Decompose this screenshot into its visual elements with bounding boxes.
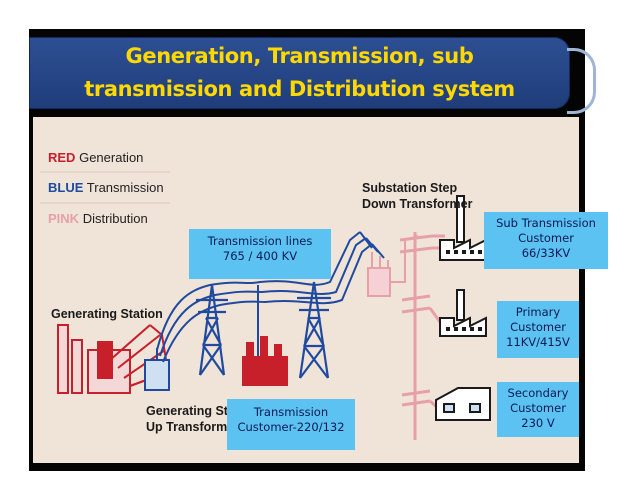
legend-label: Distribution (82, 211, 148, 226)
distribution-pole (399, 232, 445, 440)
legend-separators (40, 171, 170, 204)
legend-item-distribution: PINK Distribution (48, 211, 148, 226)
secondary-customer-house-icon (435, 387, 491, 421)
substation-transformer-label: Substation Step Down Transformer (362, 180, 472, 212)
step-up-transformer-label: Generating Step Up Transformer (146, 403, 243, 435)
callout-line: Customer-220/132 (237, 420, 345, 434)
title-bar (29, 37, 570, 109)
callout-primary-customer: Primary Customer 11KV/415V (497, 301, 579, 358)
callout-secondary-customer: Secondary Customer 230 V (497, 382, 579, 437)
title-bar-decoration (567, 48, 596, 114)
callout-line: 765 / 400 KV (222, 249, 298, 263)
callout-line: Customer (510, 320, 566, 334)
legend-color-word: PINK (48, 211, 80, 226)
callout-line: Customer (518, 231, 574, 245)
title-line-2: transmission and Distribution system (84, 77, 515, 101)
substation-transformer-label-line-1: Substation Step (362, 181, 458, 195)
generating-station-label: Generating Station (51, 307, 163, 321)
callout-transmission-customer: Transmission Customer-220/132 (227, 399, 355, 450)
title-line-1: Generation, Transmission, sub (125, 44, 474, 68)
substation-transformer-icon (367, 235, 419, 297)
primary-customer-icon (439, 289, 487, 337)
transmission-tower-icon (196, 284, 228, 376)
callout-line: Primary (515, 305, 561, 319)
callout-transmission-lines: Transmission lines 765 / 400 KV (189, 229, 331, 279)
transmission-tower-icon (297, 281, 331, 379)
legend-label: Generation (79, 150, 144, 165)
callout-line: Sub Transmission (496, 216, 596, 230)
callout-line: 66/33KV (521, 246, 571, 260)
callout-line: Customer (510, 401, 566, 415)
transmission-customer-factory-icon (242, 336, 288, 386)
legend-color-word: RED (48, 150, 76, 165)
legend-label: Transmission (86, 180, 164, 195)
callout-line: Secondary (507, 386, 569, 400)
step-up-transformer-icon (144, 348, 170, 391)
legend-item-transmission: BLUE Transmission (48, 180, 164, 195)
step-up-transformer-label-line-2: Up Transformer (146, 420, 240, 434)
legend-item-generation: RED Generation (48, 150, 143, 165)
step-up-transformer-label-line-1: Generating Step (146, 404, 243, 418)
slide-title: Generation, Transmission, sub transmissi… (29, 40, 570, 106)
callout-line: 11KV/415V (506, 335, 570, 349)
callout-line: Transmission (253, 405, 329, 419)
substation-transformer-label-line-2: Down Transformer (362, 197, 473, 211)
sub-transmission-customer-icon (439, 195, 487, 261)
callout-sub-transmission-customer: Sub Transmission Customer 66/33KV (484, 212, 608, 269)
callout-line: 230 V (521, 416, 555, 430)
legend-color-word: BLUE (48, 180, 84, 195)
callout-line: Transmission lines (207, 234, 313, 248)
